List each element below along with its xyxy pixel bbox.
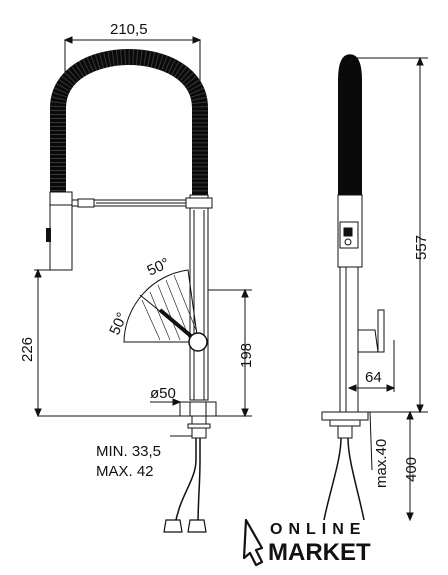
side-spring-hose (338, 54, 362, 195)
holder-arm (71, 198, 193, 208)
spray-head (46, 191, 73, 271)
max-label: MAX. 42 (96, 463, 154, 480)
faucet-body (185, 194, 213, 401)
hose-fittings (163, 519, 207, 533)
spring-coil-texture (50, 49, 208, 195)
diameter-label: ø50 (150, 385, 176, 402)
side-height-dimension (355, 56, 428, 414)
side-spray-head (337, 194, 363, 268)
side-offset-label: 64 (365, 369, 382, 386)
side-height-label: 557 (413, 235, 430, 260)
cursor-icon (242, 518, 264, 567)
min-label: MIN. 33,5 (96, 443, 161, 460)
side-supply-hoses (323, 437, 365, 521)
center-height-dimension (208, 288, 252, 418)
top-width-label: 210,5 (110, 21, 148, 38)
lever-handle (158, 308, 208, 352)
logo-line2: MARKET (268, 539, 371, 566)
mount-dimension (369, 410, 414, 522)
arc-hatching (141, 274, 197, 341)
center-height-label: 198 (238, 343, 255, 368)
side-base (321, 411, 428, 439)
angle-left-label: 50° (106, 310, 131, 338)
online-market-logo: ONLINE MARKET (242, 518, 371, 567)
hose-length-label: 400 (403, 457, 420, 482)
faucet-base (179, 401, 217, 417)
left-height-dimension (34, 268, 52, 418)
max-mount-label: max.40 (373, 439, 390, 488)
diameter-dimension (150, 398, 216, 406)
supply-hoses (174, 438, 201, 526)
under-counter-fitting (170, 415, 211, 439)
side-lever (357, 309, 385, 353)
left-height-label: 226 (19, 337, 36, 362)
side-offset-dimension (347, 340, 396, 392)
logo-line1: ONLINE (270, 521, 366, 538)
rotation-arc (123, 269, 199, 343)
